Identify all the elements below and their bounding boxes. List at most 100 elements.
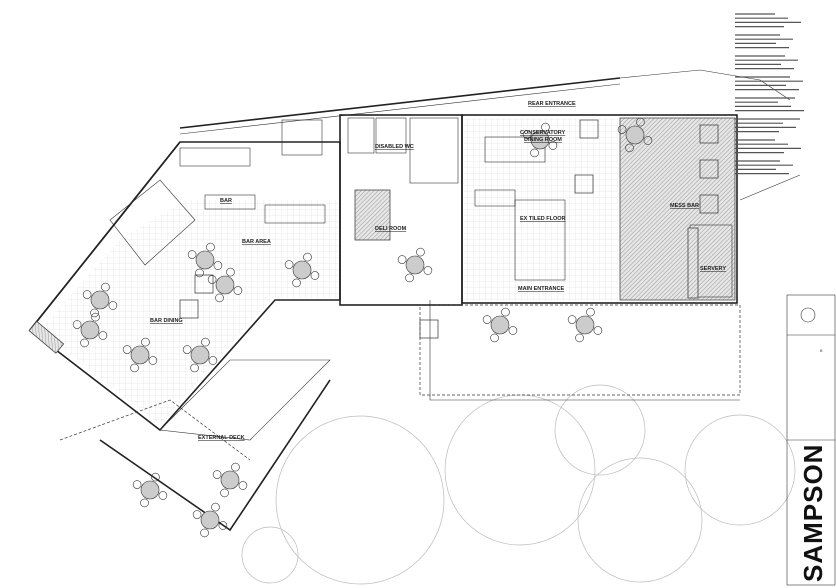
notes-column (735, 13, 804, 175)
chair (231, 462, 240, 472)
square-table (579, 119, 599, 139)
round-table (190, 345, 210, 365)
label-servery: SERVERY (700, 266, 726, 272)
chair (508, 326, 518, 335)
round-table (90, 290, 110, 310)
boundary-walls (179, 69, 801, 201)
square-table (699, 194, 719, 214)
chair (482, 315, 492, 324)
chair (122, 345, 132, 354)
label-bar: BAR (220, 198, 232, 204)
chair (213, 261, 223, 270)
round-table (575, 315, 595, 335)
round-table (200, 510, 220, 530)
label-disabled-wc: DISABLED WC (375, 144, 414, 150)
round-table (195, 250, 215, 270)
chair (226, 267, 235, 277)
square-table (699, 124, 719, 144)
chair (220, 488, 229, 498)
square-table (419, 319, 439, 339)
chair (187, 250, 197, 259)
bar-wing (28, 141, 341, 432)
chair (625, 143, 634, 153)
chair (575, 333, 584, 343)
square-table (574, 174, 594, 194)
chair (586, 307, 595, 317)
chair (190, 363, 199, 373)
company-logo: SAMPSON (798, 444, 828, 582)
front-terrace (419, 300, 741, 401)
label-dining-room: DINING ROOM (524, 137, 562, 143)
chair (72, 320, 82, 329)
round-table (405, 255, 425, 275)
chair (416, 247, 425, 257)
chair (98, 331, 108, 340)
landscape-trees (241, 384, 796, 585)
chair (292, 278, 301, 288)
label-external-deck: EXTERNAL DECK (198, 435, 245, 441)
label-bar-area: BAR AREA (242, 239, 271, 245)
chair (91, 312, 100, 322)
chair (567, 315, 577, 324)
chair (206, 242, 215, 252)
round-table (220, 470, 240, 490)
chair (101, 282, 110, 292)
chair (158, 491, 168, 500)
square-table (699, 159, 719, 179)
label-rear-entrance: REAR ENTRANCE (528, 101, 576, 107)
label-bar-dining: BAR DINING (150, 318, 183, 324)
external-deck (59, 359, 331, 532)
middle-block (281, 114, 463, 306)
chair (90, 308, 99, 318)
round-table (80, 320, 100, 340)
square-table (194, 274, 214, 294)
chair (192, 510, 202, 519)
chair (195, 268, 204, 278)
chair (423, 266, 433, 275)
chair (310, 271, 320, 280)
round-table (625, 125, 645, 145)
label-ex-tiled-floor: EX TILED FLOOR (520, 216, 566, 222)
round-table (490, 315, 510, 335)
chair (218, 521, 228, 530)
chair (208, 356, 218, 365)
chair (215, 293, 224, 303)
chair (284, 260, 294, 269)
chair (530, 148, 539, 158)
chair (397, 255, 407, 264)
title-block: B SAMPSON (786, 294, 836, 586)
chair (490, 333, 499, 343)
round-table (130, 345, 150, 365)
round-table (215, 275, 235, 295)
chair (548, 141, 558, 150)
chair (82, 290, 92, 299)
chair (233, 286, 243, 295)
chair (141, 337, 150, 347)
round-table (530, 130, 550, 150)
chair (132, 480, 142, 489)
chair (522, 130, 532, 139)
chair (211, 502, 220, 512)
furniture-layer (72, 117, 719, 538)
chair (130, 363, 139, 373)
chair (405, 273, 414, 283)
label-conservatory: CONSERVATORY (520, 130, 566, 136)
chair (541, 122, 550, 132)
chair (140, 498, 149, 508)
chair (643, 136, 653, 145)
chair (636, 117, 645, 127)
chair (238, 481, 248, 490)
chair (108, 301, 118, 310)
chair (617, 125, 627, 134)
chair (201, 337, 210, 347)
round-table (140, 480, 160, 500)
chair (212, 470, 222, 479)
chair (151, 472, 160, 482)
chair (80, 338, 89, 348)
chair (593, 326, 603, 335)
main-building (461, 114, 738, 304)
chair (200, 528, 209, 538)
chair (303, 252, 312, 262)
label-deli-room: DELI ROOM (375, 226, 407, 232)
